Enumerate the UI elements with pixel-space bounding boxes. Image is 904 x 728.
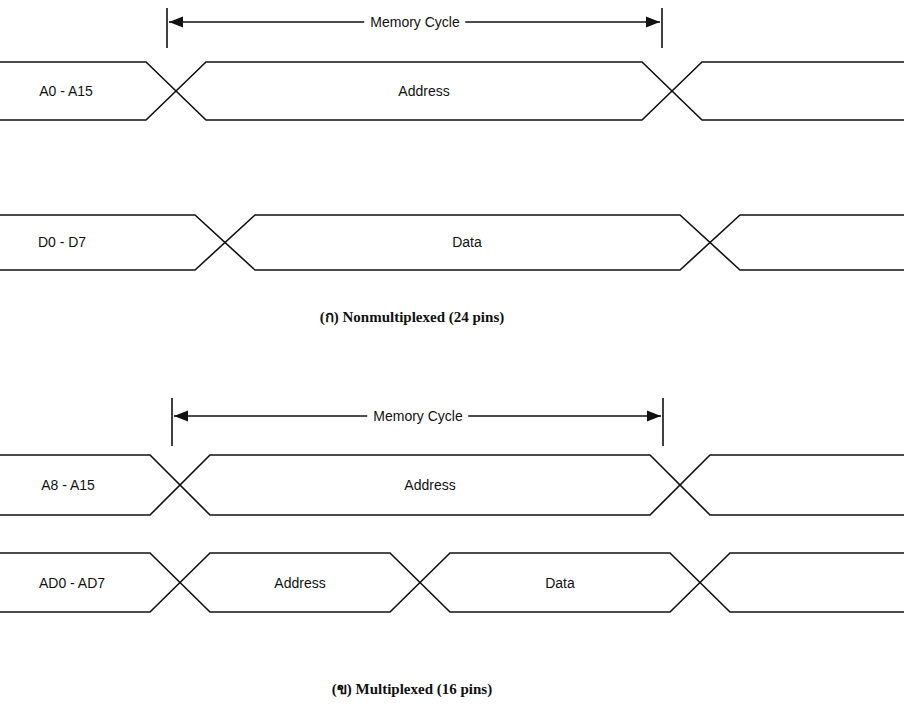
signal-name: D0 - D7 (38, 234, 86, 250)
bus-value: Address (398, 83, 449, 99)
bus-waveform (0, 553, 904, 612)
bus-value: Data (545, 575, 575, 591)
bus-waveform (0, 553, 904, 612)
signal-name: AD0 - AD7 (39, 575, 105, 591)
bus-value: Data (452, 234, 482, 250)
bus-waveform (0, 455, 904, 515)
cycle-tick (662, 398, 664, 446)
cycle-tick (166, 8, 168, 48)
cycle-label: Memory Cycle (367, 408, 468, 424)
signal-name: A8 - A15 (41, 477, 95, 493)
cycle-tick (171, 398, 173, 446)
figure-caption: (ก) Nonmultiplexed (24 pins) (320, 309, 504, 326)
bus-waveform (0, 62, 904, 120)
figure-caption: (ข) Multiplexed (16 pins) (332, 681, 492, 698)
bus-waveform (0, 215, 904, 270)
bus-value: Address (404, 477, 455, 493)
bus-waveform (0, 215, 904, 270)
cycle-label: Memory Cycle (364, 14, 465, 30)
signal-name: A0 - A15 (39, 83, 93, 99)
cycle-tick (661, 8, 663, 48)
bus-value: Address (274, 575, 325, 591)
bus-waveform (0, 455, 904, 515)
bus-waveform (0, 62, 904, 120)
